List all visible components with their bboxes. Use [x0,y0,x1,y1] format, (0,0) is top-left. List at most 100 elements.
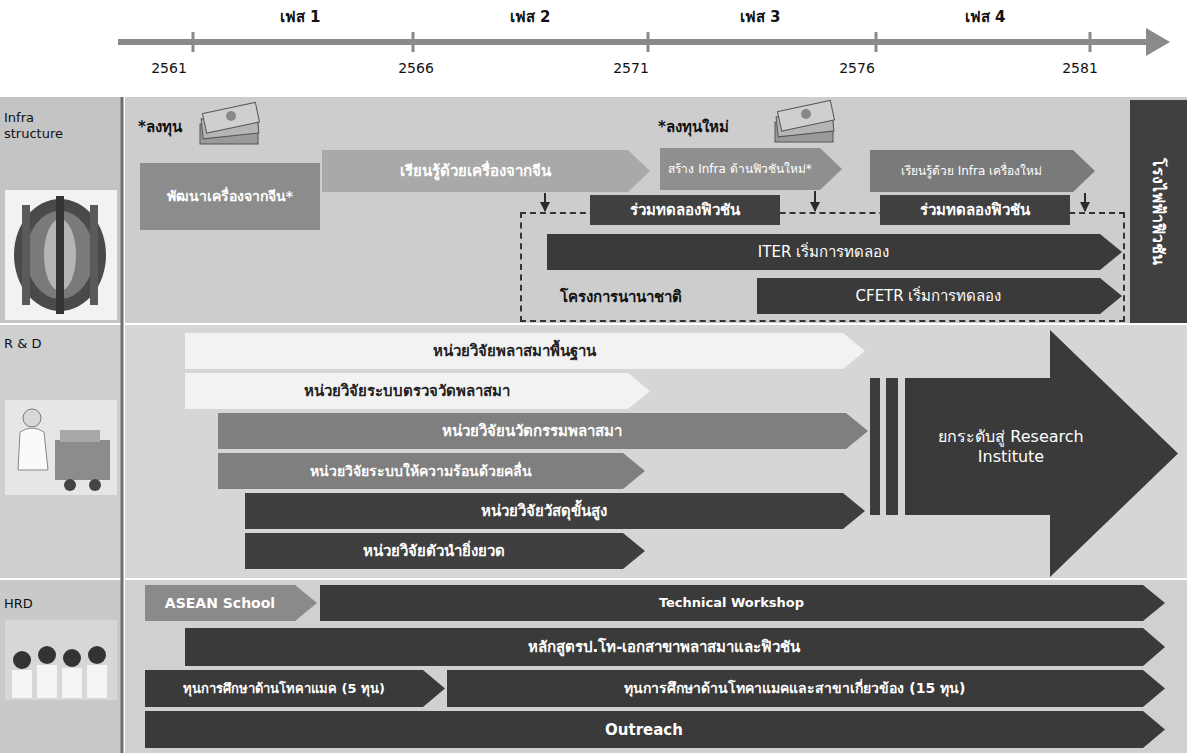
text-area: หน่วยวิจัยระบบให้ความร้อนด้วยคลื่น [224,453,617,489]
node-text: ทุนการศึกษาด้านโทคาแมค (5 ทุน) [183,681,385,697]
text-label: เฟส 3 [710,8,810,26]
node-text: โรงไฟฟ้าฟิวชัน [1149,158,1168,265]
text-area: ร่วมทดลองฟิวชัน [886,195,1064,225]
arrow-band: CFETR เริ่มการทดลอง [757,278,1122,314]
node-text: Technical Workshop [659,595,804,611]
text-label: R & D [4,336,41,352]
shape-outline [905,330,1178,577]
text-area: ทุนการศึกษาด้านโทคาแมคและสาขาเกี่ยวข้อง … [453,670,1137,707]
text-area: พัฒนาเครื่องจากจีน* [146,163,314,230]
text-label: HRD [4,596,33,612]
shape-outline [880,195,1070,225]
shape-outline [547,234,1122,270]
lab-photo [5,400,117,495]
text-area: หลักสูตรป.โท-เอกสาขาพลาสมาและฟิวชัน [191,628,1137,666]
node-text: เรียนรู้ด้วยเครื่องจากจีน [400,162,551,180]
shape-outline [140,163,320,230]
node-text: หน่วยวิจัยนวัตกรรมพลาสมา [442,422,622,440]
money-icon [200,102,259,144]
node-text: พัฒนาเครื่องจากจีน* [167,188,293,205]
process-box: พัฒนาเครื่องจากจีน* [140,163,320,230]
arrow-band: ทุนการศึกษาด้านโทคาแมค (5 ทุน) [145,670,445,707]
timeline-tick [192,32,195,52]
text-label: *ลงทุน [138,118,182,136]
rd-panel [125,325,1187,578]
text-area: ร่วมทดลองฟิวชัน [596,195,774,225]
text-area: สร้าง Infra ด้านฟิวชันใหม่* [666,148,814,190]
node-text: หน่วยวิจัยระบบให้ความร้อนด้วยคลื่น [310,463,532,480]
text-label: *ลงทุนใหม่ [658,118,729,136]
infra-panel [125,97,1187,323]
node-text: สร้าง Infra ด้านฟิวชันใหม่* [668,162,811,176]
arrow-band: หน่วยวิจัยวัสดุขั้นสูง [245,493,865,529]
text-area: ทุนการศึกษาด้านโทคาแมค (5 ทุน) [151,670,417,707]
shape-outline [245,533,645,569]
shape-outline [185,333,865,369]
node-text: ASEAN School [165,595,275,612]
arrow-band: ITER เริ่มการทดลอง [547,234,1122,270]
text-label: เฟส 4 [935,8,1035,26]
process-box: ร่วมทดลองฟิวชัน [880,195,1070,225]
node-text: ร่วมทดลองฟิวชัน [630,201,740,219]
node-text: Outreach [605,721,683,739]
arrow-band: เรียนรู้ด้วย Infra เครื่องใหม่ [870,150,1095,192]
shape-outline [757,278,1122,314]
text-label: 2571 [581,60,681,77]
arrow-band: ทุนการศึกษาด้านโทคาแมคและสาขาเกี่ยวข้อง … [447,670,1165,707]
students-photo [5,620,117,700]
shape-outline [320,585,1165,621]
node-text: ทุนการศึกษาด้านโทคาแมคและสาขาเกี่ยวข้อง … [624,680,965,697]
timeline-arrowhead [1146,28,1170,56]
tokamak-photo [5,190,117,320]
text-label: เฟส 1 [250,8,350,26]
timeline-tick [1089,32,1092,52]
hrd-panel [125,580,1187,753]
text-area: โครงการนานาชาติ [560,284,740,310]
text-area: เรียนรู้ด้วย Infra เครื่องใหม่ [876,150,1067,192]
divider-line [121,97,124,753]
text-area: ASEAN School [151,585,289,621]
shape-outline [145,711,1165,748]
process-box: โรงไฟฟ้าฟิวชัน [1130,100,1187,323]
infra-side-panel [0,97,121,323]
text-label: 2576 [807,60,907,77]
node-text: หน่วยวิจัยพลาสมาพื้นฐาน [433,342,596,360]
flow-arrow [544,193,546,211]
timeline-tick [875,32,878,52]
node-text: ร่วมทดลองฟิวชัน [920,201,1030,219]
rd-side-panel [0,325,121,578]
hrd-side-panel [0,580,121,753]
text-area: เรียนรู้ด้วยเครื่องจากจีน [328,150,622,192]
timeline-line [118,39,1148,45]
text-area: หน่วยวิจัยระบบตรวจวัดพลาสมา [191,373,622,409]
shape-outline [185,373,650,409]
shape-outline [245,493,865,529]
shape-outline [322,150,650,192]
text-area: หน่วยวิจัยนวัตกรรมพลาสมา [224,413,840,449]
arrow-band: ASEAN School [145,585,317,621]
timeline-tick [412,32,415,52]
node-text: หน่วยวิจัยตัวนำยิ่งยวด [363,542,505,560]
group-region: โครงการนานาชาติ ITER เริ่มการทดลอง CFETR เ… [520,212,1125,322]
shape-outline [590,195,780,225]
text-area: โรงไฟฟ้าฟิวชัน [1136,100,1181,323]
shape-outline [218,453,645,489]
shape-outline [145,585,317,621]
shape-outline [1130,100,1187,323]
text-area: ITER เริ่มการทดลอง [553,234,1094,270]
node-text: หน่วยวิจัยวัสดุขั้นสูง [481,502,607,520]
text-area: ยกระดับสู่ Research Institute [913,378,1109,515]
node-text: โครงการนานาชาติ [560,288,682,306]
text-label: เฟส 2 [480,8,580,26]
node-text: เรียนรู้ด้วย Infra เครื่องใหม่ [901,164,1042,178]
text-area: หน่วยวิจัยวัสดุขั้นสูง [251,493,837,529]
process-box: ร่วมทดลองฟิวชัน [590,195,780,225]
text-area: CFETR เริ่มการทดลอง [763,278,1094,314]
node-text: หลักสูตรป.โท-เอกสาขาพลาสมาและฟิวชัน [528,638,801,656]
shape-outline [218,413,868,449]
text-label: 2566 [366,60,466,77]
text-area: หน่วยวิจัยตัวนำยิ่งยวด [251,533,617,569]
money-icon [775,100,834,142]
shape-outline [660,148,842,190]
